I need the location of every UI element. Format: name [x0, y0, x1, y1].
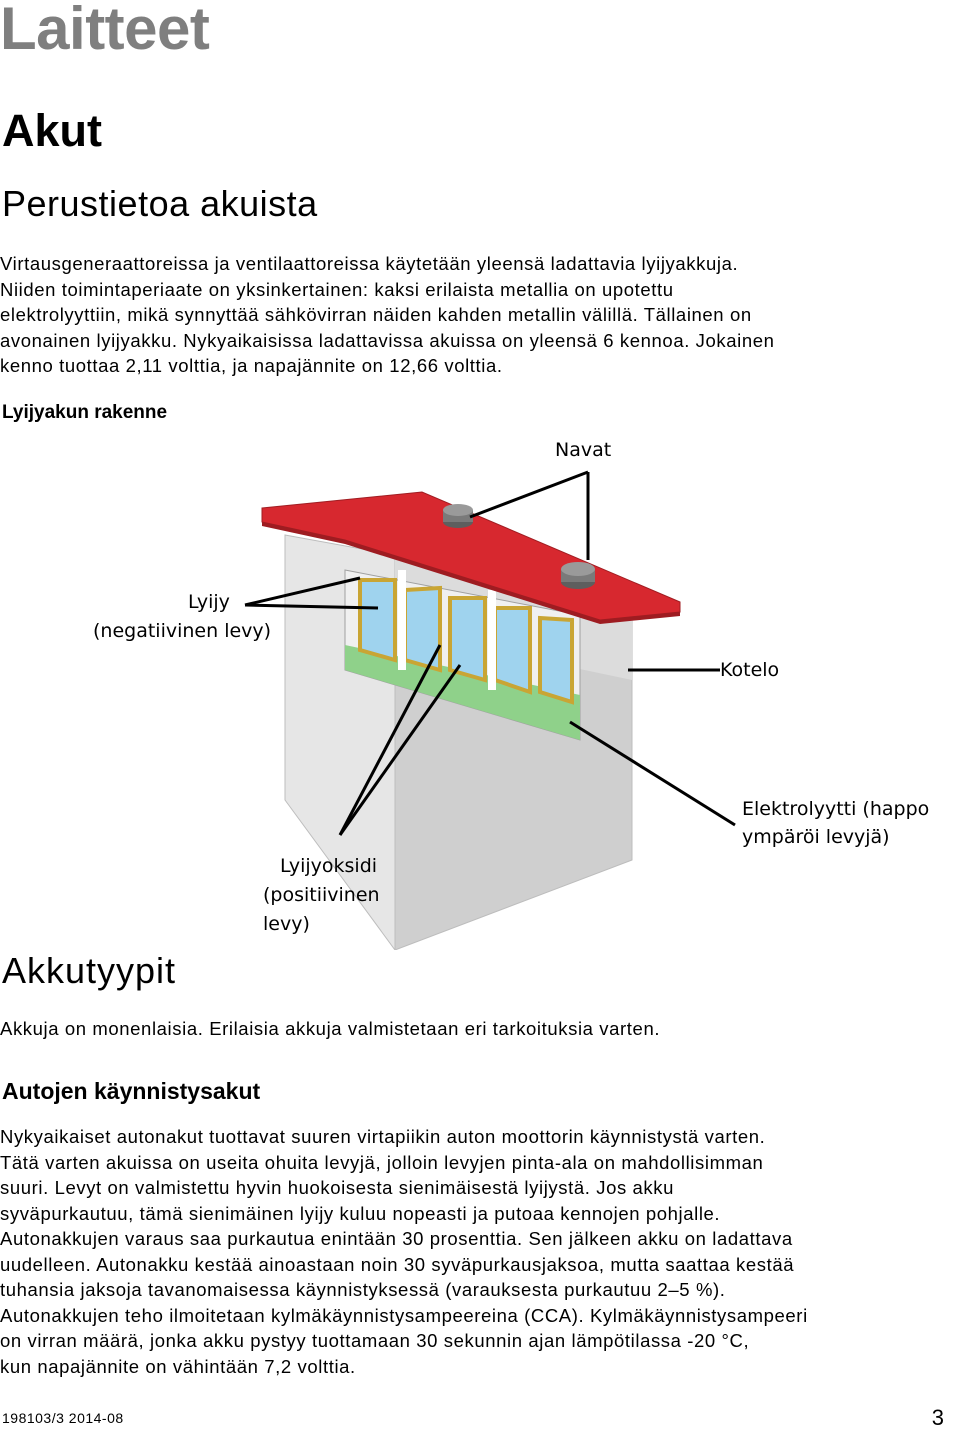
battery-diagram: Navat Lyijy (negatiivinen levy) Kotelo E…	[93, 439, 929, 950]
label-terminals: Navat	[555, 439, 611, 461]
label-oxide-line1: Lyijyoksidi	[280, 855, 377, 877]
label-case: Kotelo	[720, 659, 779, 681]
page-title: Akut	[2, 105, 102, 156]
label-oxide-line2: (positiivinen	[263, 884, 380, 906]
separator	[488, 590, 496, 690]
label-electrolyte-line2: ympäröi levyjä)	[742, 826, 890, 848]
paragraph-basics: Virtausgeneraattoreissa ja ventilaattore…	[0, 253, 775, 376]
subheading-starter-batteries: Autojen käynnistysakut	[2, 1078, 261, 1104]
plate-positive	[358, 578, 397, 663]
terminal-right	[561, 562, 595, 589]
plate-negative	[493, 606, 532, 695]
page-number: 3	[931, 1405, 944, 1430]
subheading-basics: Perustietoa akuista	[2, 183, 318, 224]
plate-positive	[538, 615, 574, 705]
leader-lines	[244, 470, 736, 836]
section-title: Laitteet	[0, 0, 210, 62]
paragraph-types: Akkuja on monenlaisia. Erilaisia akkuja …	[0, 1018, 661, 1039]
diagram-caption: Lyijyakun rakenne	[2, 402, 168, 423]
plate-positive	[448, 596, 487, 683]
battery-cells	[344, 569, 581, 741]
label-electrolyte-line1: Elektrolyytti (happo	[742, 798, 929, 820]
subheading-types: Akkutyypit	[2, 950, 177, 991]
label-lead-line1: Lyijy	[188, 591, 230, 613]
separator	[398, 570, 406, 670]
terminal-left	[443, 504, 473, 528]
label-oxide-line3: levy)	[263, 913, 310, 935]
label-lead-line2: (negatiivinen levy)	[93, 620, 271, 642]
paragraph-starter-batteries: Nykyaikaiset autonakut tuottavat suuren …	[0, 1126, 808, 1377]
footer-doc-id: 198103/3 2014-08	[2, 1410, 124, 1426]
